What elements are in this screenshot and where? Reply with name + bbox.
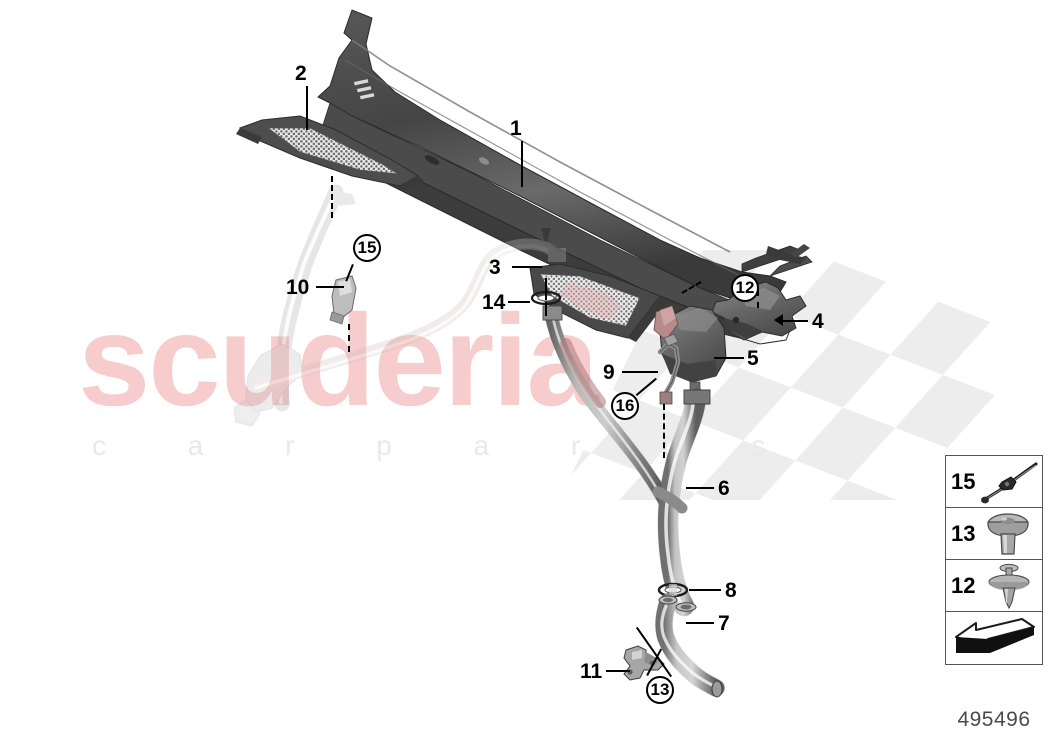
callout-14: 14 xyxy=(482,291,506,314)
part-water-box-cover-left xyxy=(236,115,424,190)
callout-13-label: 13 xyxy=(650,680,670,699)
part-drain-hose-lower xyxy=(654,593,725,698)
cable-tie-icon xyxy=(981,462,1038,504)
leader-16-lower xyxy=(663,404,665,458)
diagram-number: 495496 xyxy=(957,708,1031,731)
part-water-box-cover-right xyxy=(529,263,668,342)
leader-6 xyxy=(686,487,714,489)
callout-15-label: 15 xyxy=(357,238,377,257)
legend-box: 15 13 12 xyxy=(945,455,1043,665)
leader-12b xyxy=(757,290,759,308)
callout-10: 10 xyxy=(286,276,310,299)
part-hose-clip xyxy=(657,333,681,405)
callout-16-circled: 16 xyxy=(611,392,639,420)
legend-row-direction xyxy=(946,612,1042,664)
callout-15-circled: 15 xyxy=(353,234,381,262)
leader-15-lower xyxy=(348,324,350,352)
direction-arrow-icon xyxy=(955,618,1035,653)
leader-10 xyxy=(316,286,344,288)
legend-number-15: 15 xyxy=(951,469,976,494)
leader-2-lower xyxy=(331,176,333,218)
legend-row-13: 13 xyxy=(946,508,1042,560)
leader-11 xyxy=(606,670,630,672)
part-hose-clip-ghost xyxy=(329,275,357,325)
callout-12-circled: 12 xyxy=(731,274,759,302)
leader-5 xyxy=(714,357,744,359)
leader-3 xyxy=(512,266,542,268)
leader-7 xyxy=(686,622,714,624)
legend-number-13: 13 xyxy=(951,521,976,546)
leader-4-arrow xyxy=(774,314,783,326)
legend-number-12: 12 xyxy=(951,573,976,598)
legend-row-12: 12 xyxy=(946,560,1042,612)
part-drain-hose-upper xyxy=(542,305,711,617)
callout-2: 2 xyxy=(295,62,307,85)
leader-14 xyxy=(508,301,530,303)
leader-9 xyxy=(622,371,658,373)
callout-3: 3 xyxy=(489,256,501,279)
callout-8: 8 xyxy=(725,579,737,602)
callout-13-circled: 13 xyxy=(646,676,674,704)
leader-2 xyxy=(306,86,308,130)
leader-14-v xyxy=(545,278,547,300)
callout-12-label: 12 xyxy=(735,278,755,297)
callout-5: 5 xyxy=(747,347,759,370)
ghost-reference-assembly xyxy=(233,184,566,427)
callout-16-label: 16 xyxy=(615,396,635,415)
part-hose-bracket xyxy=(623,645,665,681)
watermark-car-parts: c a r p a r t s xyxy=(92,430,803,461)
leader-4 xyxy=(778,320,808,322)
fastener-glyph-cowl xyxy=(541,228,551,246)
callout-9: 9 xyxy=(603,361,615,384)
leader-8 xyxy=(689,589,721,591)
legend-row-15: 15 xyxy=(946,456,1042,508)
rivet-mushroom-head-icon xyxy=(987,513,1029,555)
leader-14-v2 xyxy=(545,302,547,316)
callout-6: 6 xyxy=(718,477,730,500)
callout-4: 4 xyxy=(812,310,824,333)
callout-11: 11 xyxy=(580,660,603,683)
expanding-rivet-icon xyxy=(988,563,1030,610)
part-water-separator-box xyxy=(653,305,727,397)
callout-1: 1 xyxy=(510,117,522,140)
leader-1 xyxy=(521,141,523,187)
callout-7: 7 xyxy=(718,612,730,635)
